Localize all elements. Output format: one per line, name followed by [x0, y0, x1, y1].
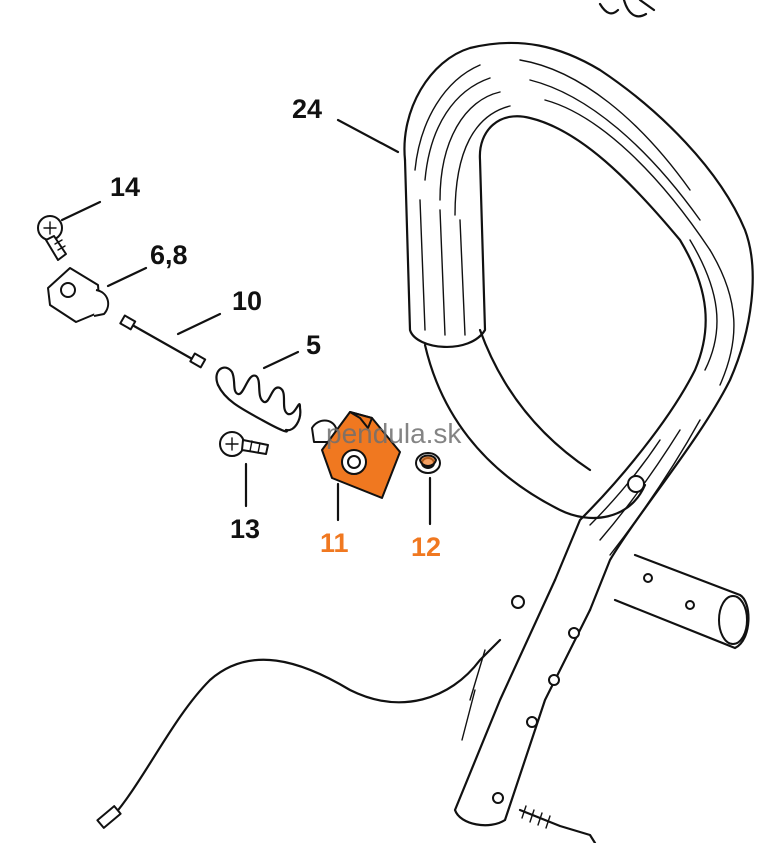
callout-24: 24	[292, 94, 322, 124]
part-12-washer	[415, 452, 441, 474]
part-14-screw	[37, 215, 67, 261]
leader-5	[262, 350, 300, 370]
callout-14: 14	[110, 172, 140, 202]
callout-6-8: 6,8	[150, 240, 188, 270]
part-10-rod	[119, 314, 207, 369]
callout-10: 10	[232, 286, 262, 316]
part-13-screw	[219, 431, 269, 457]
callout-13: 13	[230, 514, 260, 544]
callouts: 24 14 6,8 10 5 13 11 12	[110, 94, 441, 562]
partial-part-top-right	[598, 0, 656, 18]
leader-10	[176, 312, 222, 336]
handlebar	[403, 41, 754, 843]
part-5-spring	[215, 366, 302, 433]
callout-5: 5	[306, 330, 321, 360]
leader-14	[60, 200, 102, 222]
leader-6-8	[106, 266, 148, 288]
leader-24	[336, 118, 400, 154]
throttle-cable	[96, 638, 502, 829]
watermark-text: pendula.sk	[326, 418, 462, 449]
leader-lines	[60, 118, 432, 526]
part-11-bracket	[311, 411, 401, 499]
part-6-8-connector	[47, 267, 110, 323]
callout-12: 12	[411, 532, 441, 562]
callout-11: 11	[320, 528, 349, 558]
